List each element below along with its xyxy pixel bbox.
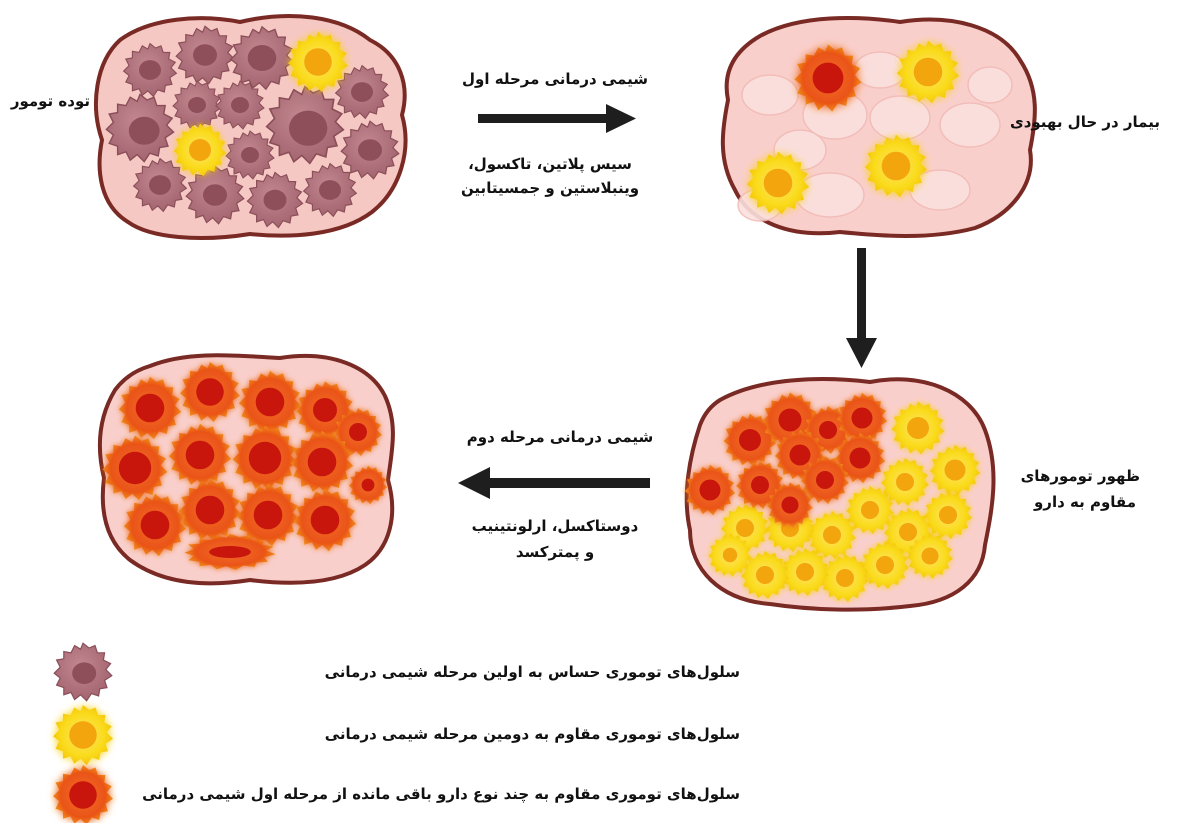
arrow-first-chemo [478,104,636,133]
second-chemo-title: شیمی درمانی مرحله دوم [445,428,675,446]
first-chemo-title: شیمی درمانی مرحله اول [450,70,660,88]
legend-sensitive-text: سلول‌های توموری حساس به اولین مرحله شیمی… [325,663,740,681]
first-chemo-drugs: سیس پلاتین، تاکسول، وینبلاستین و جمسیتاب… [430,152,670,200]
label-resistant-tumors: ظهور تومورهای مقاوم به دارو [1030,463,1140,515]
resistant-line1: ظهور تومورهای [1030,463,1140,489]
legend-red-icon [53,765,113,823]
legend-yellow-icon [53,705,113,765]
second-drugs-line2: و پمترکسد [445,539,665,565]
arrow-second-chemo [458,467,650,499]
tumor-mass-text: توده تومور [11,92,90,110]
patient-recovering-text: بیمار در حال بهبودی [1010,113,1160,131]
second-chemo-drugs: دوستاکسل، ارلونتینیب و پمترکسد [445,513,665,565]
first-drugs-line1: سیس پلاتین، تاکسول، [430,152,670,176]
arrow-down [846,248,877,368]
second-drugs-line1: دوستاکسل، ارلونتینیب [445,513,665,539]
first-drugs-line2: وینبلاستین و جمسیتابین [430,176,670,200]
legend-multi-resistant-text: سلول‌های توموری مقاوم به چند نوع دارو با… [142,785,740,803]
resistant-line2: مقاوم به دارو [1030,489,1140,515]
legend-resistant-second-text: سلول‌های توموری مقاوم به دومین مرحله شیم… [325,725,740,743]
label-tumor-mass: توده تومور [0,92,90,110]
label-patient-recovering: بیمار در حال بهبودی [1020,113,1160,131]
legend-sensitive-icon [54,643,112,701]
